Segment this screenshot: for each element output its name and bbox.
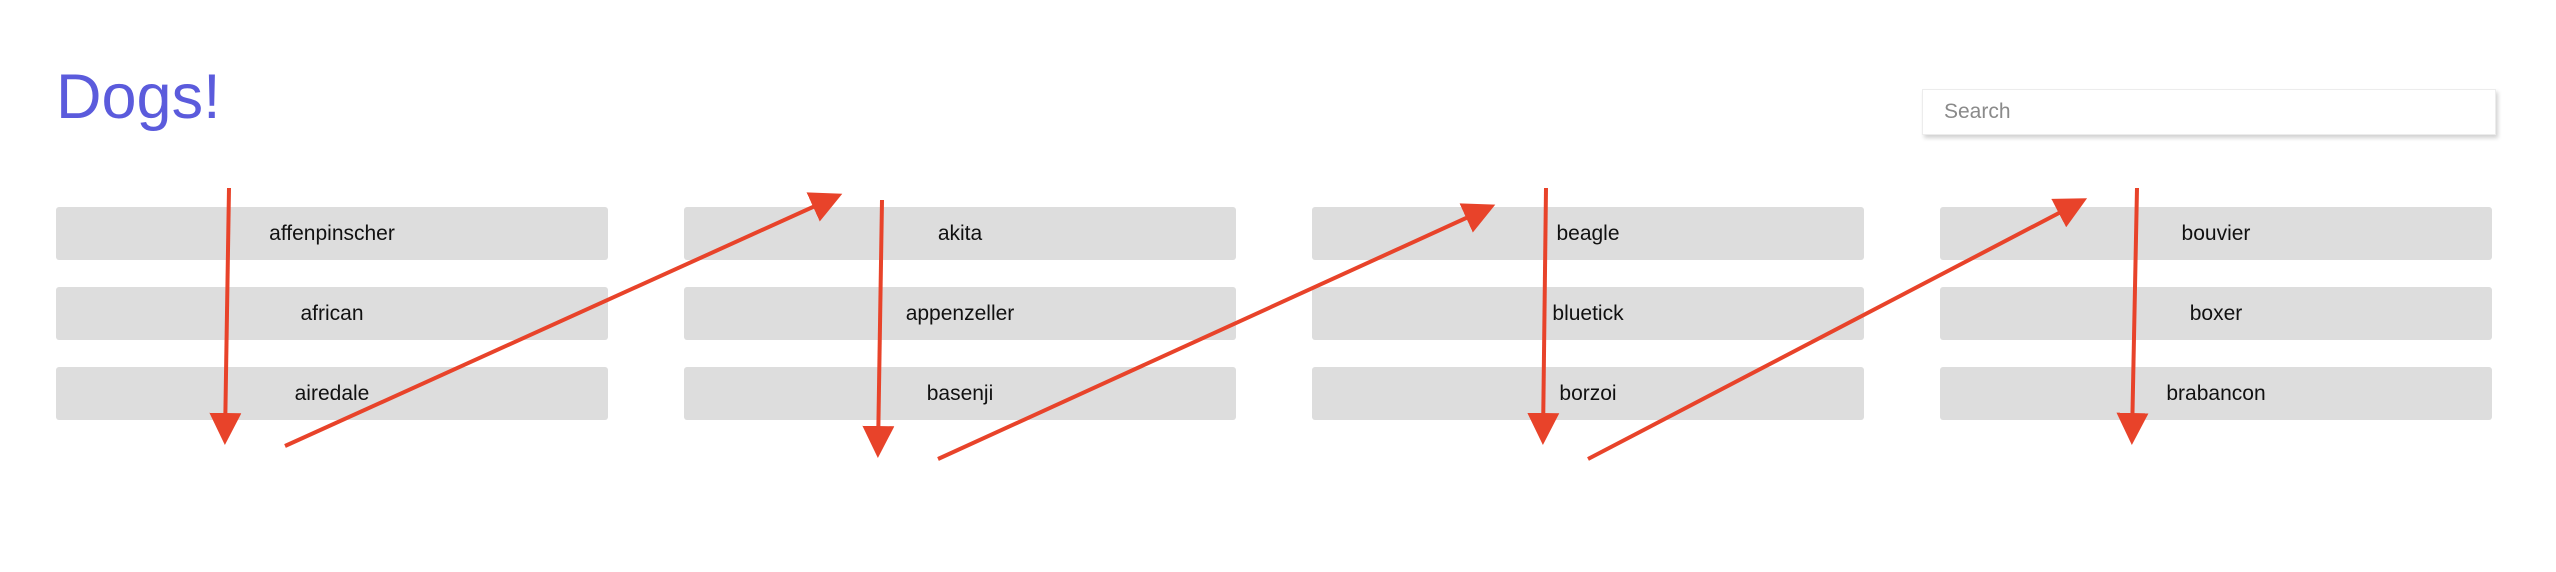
breed-button-airedale[interactable]: airedale [56, 367, 608, 420]
breed-button-borzoi[interactable]: borzoi [1312, 367, 1864, 420]
breed-button-beagle[interactable]: beagle [1312, 207, 1864, 260]
breed-button-akita[interactable]: akita [684, 207, 1236, 260]
breed-grid: affenpinscher akita beagle bouvier afric… [56, 207, 2494, 420]
page-title: Dogs! [56, 62, 221, 132]
breed-button-bouvier[interactable]: bouvier [1940, 207, 2492, 260]
breed-button-brabancon[interactable]: brabancon [1940, 367, 2492, 420]
breed-button-appenzeller[interactable]: appenzeller [684, 287, 1236, 340]
breed-button-boxer[interactable]: boxer [1940, 287, 2492, 340]
breed-button-basenji[interactable]: basenji [684, 367, 1236, 420]
breed-button-bluetick[interactable]: bluetick [1312, 287, 1864, 340]
breed-button-african[interactable]: african [56, 287, 608, 340]
search-input[interactable] [1922, 89, 2496, 135]
breed-button-affenpinscher[interactable]: affenpinscher [56, 207, 608, 260]
